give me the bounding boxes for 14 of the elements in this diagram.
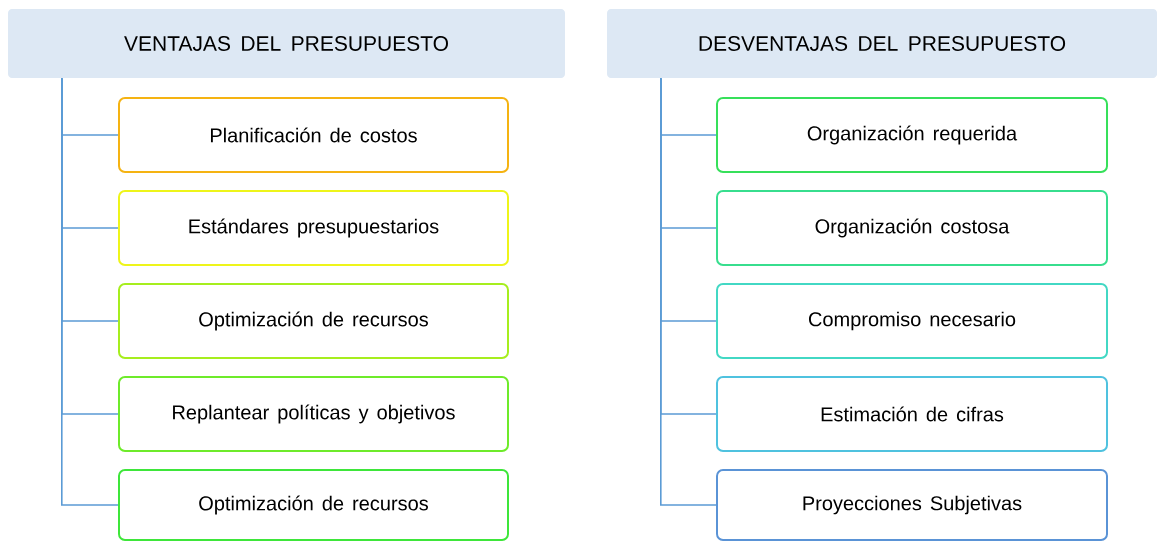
item-box: Organización costosa (716, 190, 1108, 266)
item-box: Replantear políticas y objetivos (118, 376, 509, 452)
item-box: Organización requerida (716, 97, 1108, 173)
item-box: Estimación de cifras (716, 376, 1108, 452)
item-box: Planificación de costos (118, 97, 509, 173)
header-band: VENTAJAS DEL PRESUPUESTO (8, 9, 565, 78)
item-box: Optimización de recursos (118, 469, 509, 541)
item-box: Optimización de recursos (118, 283, 509, 359)
connector-line (61, 77, 119, 506)
item-box: Proyecciones Subjetivas (716, 469, 1108, 541)
header-band: DESVENTAJAS DEL PRESUPUESTO (607, 9, 1157, 78)
item-box: Compromiso necesario (716, 283, 1108, 359)
connector-line (660, 77, 717, 506)
item-box: Estándares presupuestarios (118, 190, 509, 266)
